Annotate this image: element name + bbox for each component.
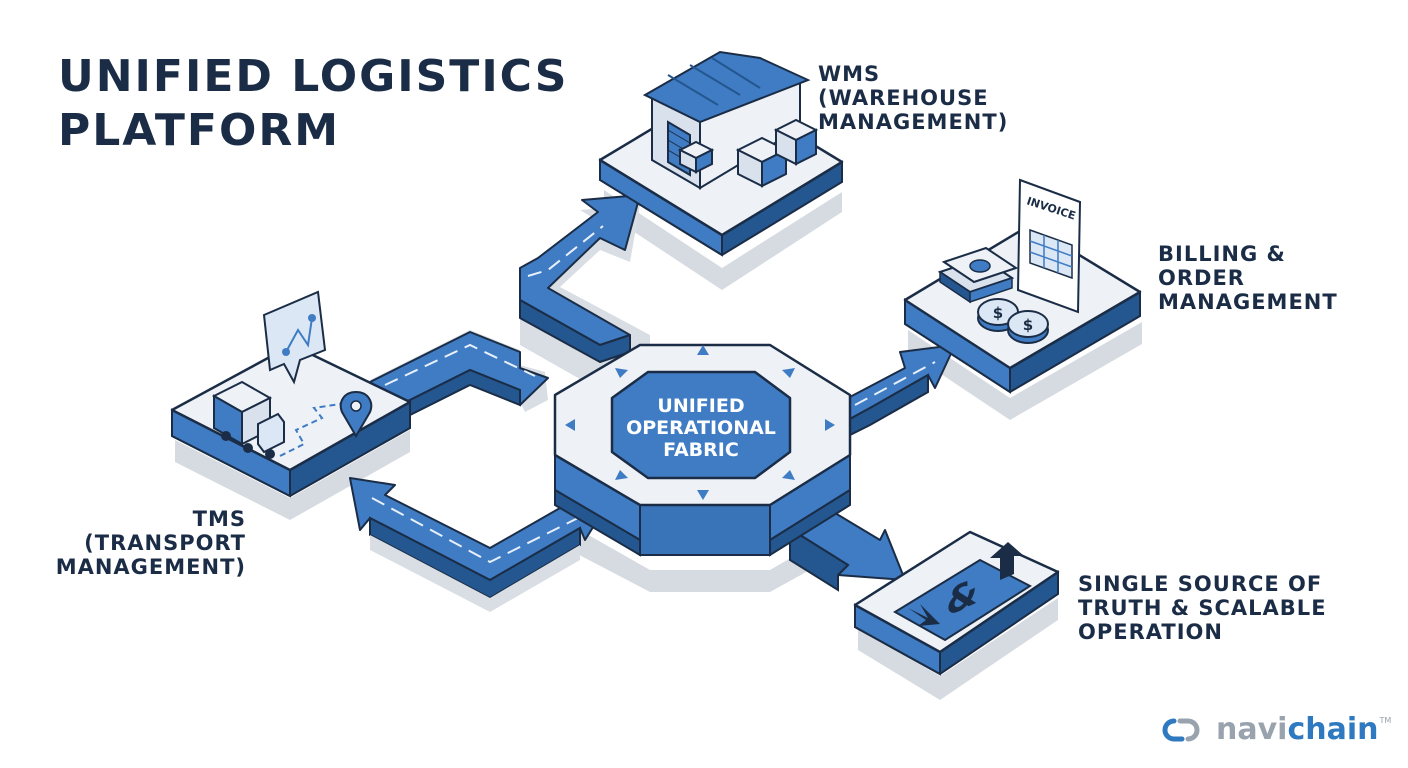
map-pin-icon (279, 390, 373, 457)
hub-label-line3: FABRIC (663, 439, 739, 461)
brand-trademark: TM (1379, 716, 1392, 725)
navichain-logo-icon (1162, 718, 1200, 741)
brand-name: navichain (1216, 712, 1378, 747)
arrow-tms-to-hub (369, 330, 549, 422)
hub-label-line1: UNIFIED (657, 395, 744, 417)
arrow-to-wms (519, 194, 650, 395)
billing-platform (903, 223, 1142, 394)
page-title: UNIFIED LOGISTICS PLATFORM (58, 51, 569, 156)
warehouse-icon (642, 50, 819, 190)
coin-symbol-1: $ (993, 304, 1003, 322)
arrow-to-billing (847, 344, 956, 438)
brand-logo: navichain TM (1160, 712, 1391, 747)
coin-icon: $ $ (977, 298, 1049, 344)
sst-label: SINGLE SOURCE OF TRUTH & SCALABLE OPERAT… (1078, 572, 1327, 644)
tms-label: TMS (TRANSPORT MANAGEMENT) (55, 507, 246, 579)
invoice-icon: INVOICE (1016, 178, 1082, 314)
hub-arrows (565, 345, 835, 500)
arrow-hub-to-tms (349, 477, 611, 612)
brand-name-part1: navi (1216, 712, 1288, 747)
coin-symbol-2: $ (1023, 316, 1033, 334)
route-map-icon (262, 290, 327, 385)
hub-label-line2: OPERATIONAL (626, 417, 776, 439)
ampersand-block-icon: & (893, 542, 1033, 642)
truck-icon (211, 380, 285, 459)
ground-shadows (175, 190, 1142, 700)
wms-label: WMS (WAREHOUSE MANAGEMENT) (818, 62, 1009, 134)
billing-label: BILLING & ORDER MANAGEMENT (1158, 242, 1338, 314)
boxes-icon (677, 118, 819, 188)
brand-name-part2: chain (1287, 712, 1379, 747)
cash-stack-icon (937, 246, 1019, 304)
